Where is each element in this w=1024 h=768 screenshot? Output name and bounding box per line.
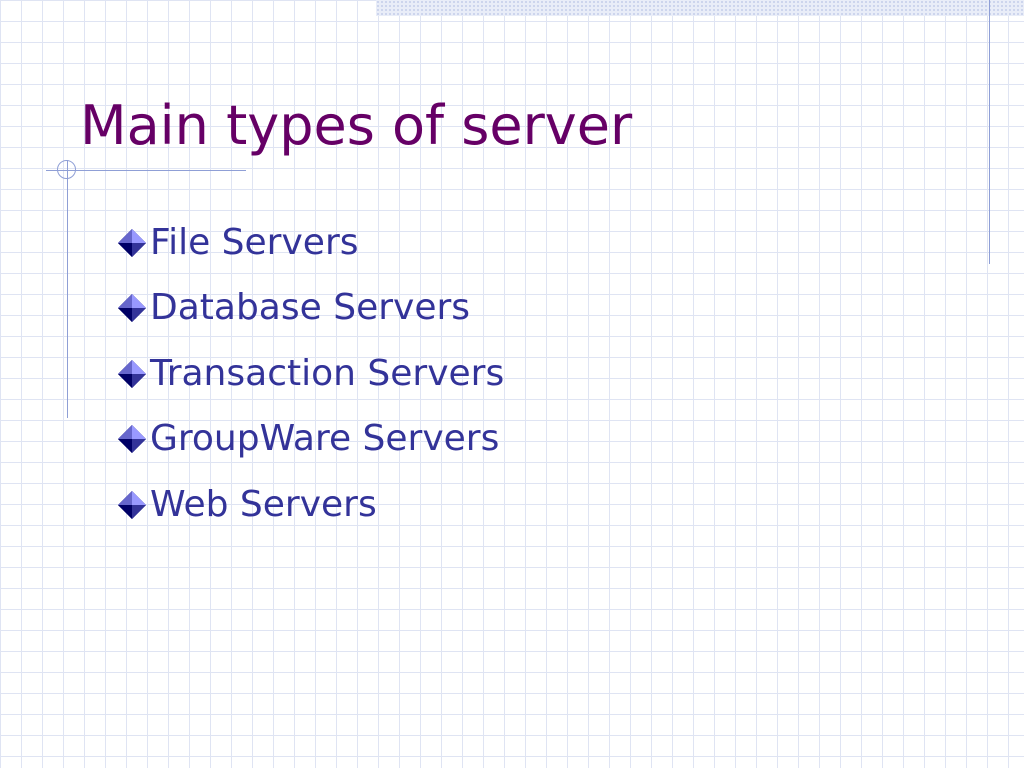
diamond-bullet-icon bbox=[118, 359, 146, 388]
diamond-bullet-icon bbox=[118, 228, 146, 257]
bullet-text: Transaction Servers bbox=[150, 352, 505, 394]
diamond-bullet-icon bbox=[118, 294, 146, 323]
diamond-bullet-icon bbox=[118, 425, 146, 454]
decorative-vertical-rule-right bbox=[989, 0, 990, 264]
slide-title: Main types of server bbox=[80, 94, 633, 157]
bullet-text: Database Servers bbox=[150, 287, 471, 329]
bullet-item: Database Servers bbox=[116, 276, 504, 342]
bullet-item: File Servers bbox=[116, 210, 504, 276]
bullet-item: Transaction Servers bbox=[116, 341, 504, 407]
decorative-circle bbox=[57, 160, 76, 179]
bullet-text: Web Servers bbox=[150, 483, 377, 525]
bullet-text: File Servers bbox=[150, 221, 359, 263]
bullet-item: GroupWare Servers bbox=[116, 407, 504, 473]
bullet-list: File Servers Database Servers Transactio… bbox=[116, 210, 504, 538]
decorative-title-underline bbox=[46, 170, 246, 171]
decorative-vertical-rule-left bbox=[67, 160, 68, 418]
bullet-item: Web Servers bbox=[116, 472, 504, 538]
diamond-bullet-icon bbox=[118, 490, 146, 519]
bullet-text: GroupWare Servers bbox=[150, 418, 500, 460]
decorative-top-band bbox=[376, 0, 1024, 16]
